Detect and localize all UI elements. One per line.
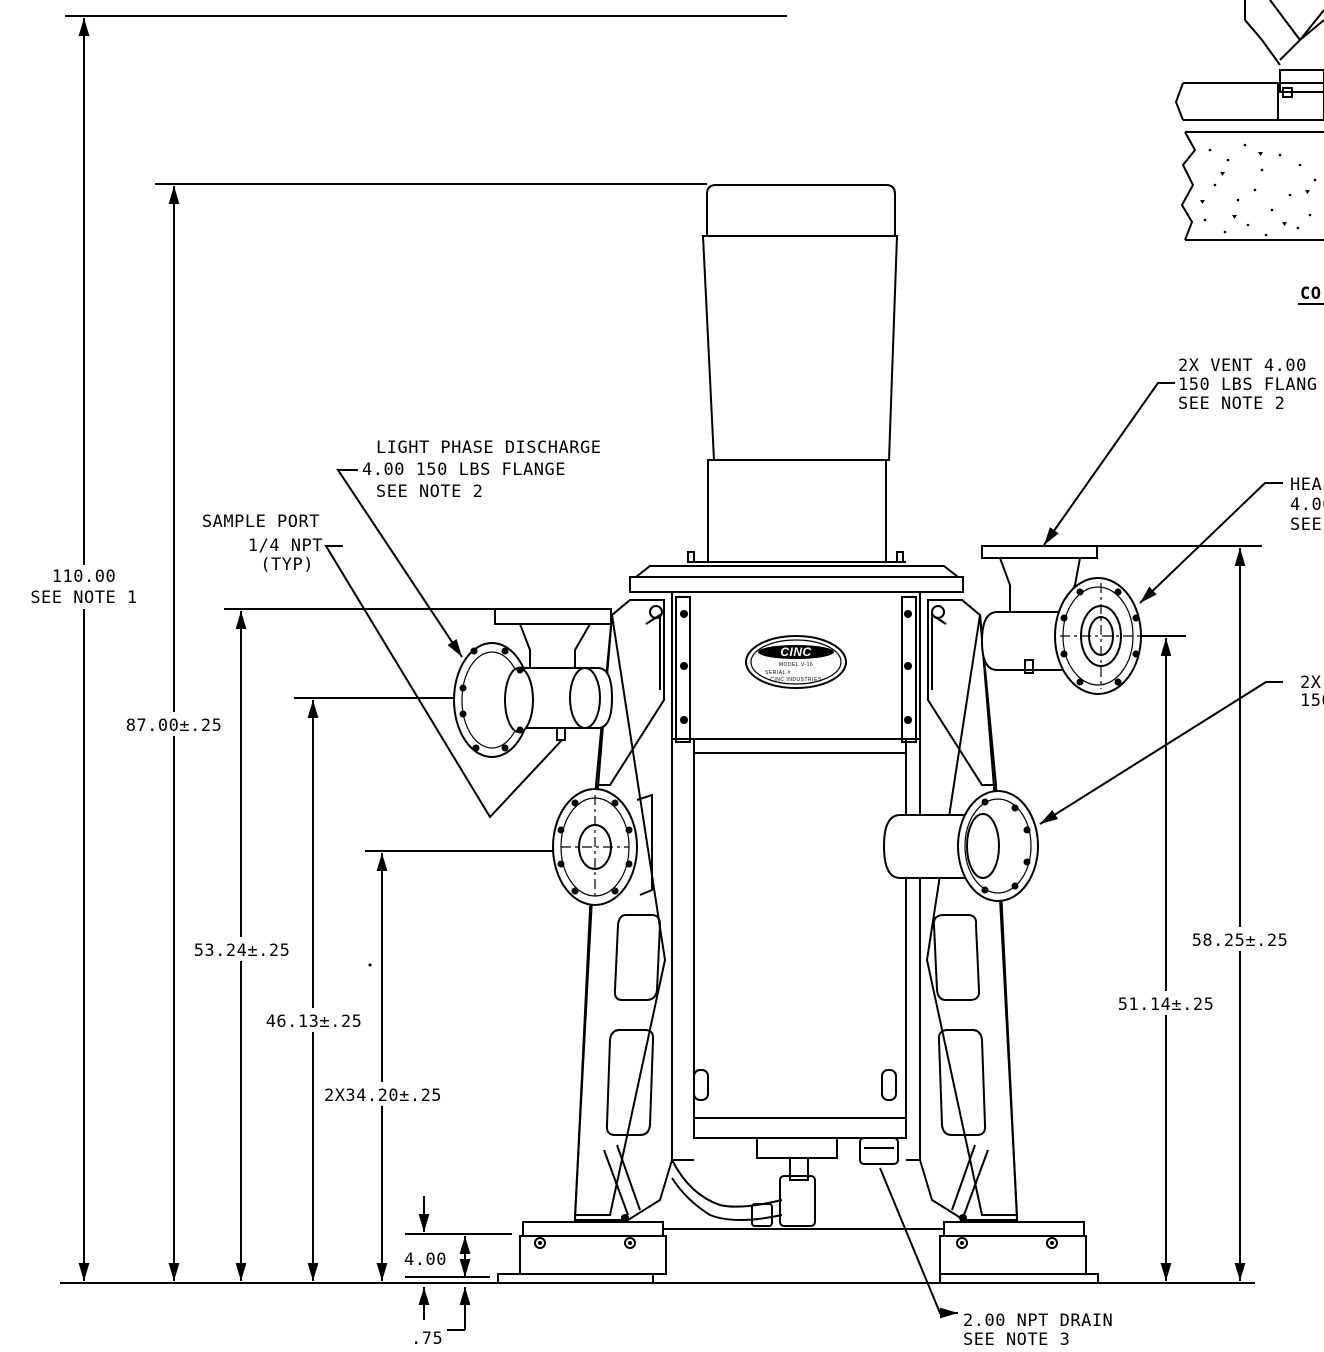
sample-port-line3: (TYP) <box>260 555 314 575</box>
vent-line1: 2X VENT 4.00 <box>1178 356 1307 376</box>
overall-height-note: SEE NOTE 1 <box>30 588 137 608</box>
heavy-phase-line3: SEE <box>1290 515 1322 535</box>
connection-detail-view: CO <box>1174 0 1324 305</box>
dim-base-height: 4.00 <box>404 1250 447 1270</box>
nameplate-serial: SERIAL # <box>765 670 791 676</box>
inlet-line1: 2X <box>1300 673 1322 693</box>
dim-sample-port: 46.13±.25 <box>266 1012 363 1032</box>
light-phase-line3: SEE NOTE 2 <box>376 482 483 502</box>
dim-heavy-phase: 51.14±.25 <box>1118 995 1215 1015</box>
centrifuge-machine: CINC MODEL V-16 SERIAL # CINC INDUSTRIES <box>453 184 1142 1284</box>
vent-line3: SEE NOTE 2 <box>1178 394 1285 414</box>
light-phase-line2: 4.00 150 LBS FLANGE <box>362 460 566 480</box>
sample-port-line1: SAMPLE PORT <box>202 512 320 532</box>
dim-feed-inlet: 2X34.20±.25 <box>324 1086 442 1106</box>
drain-line1: 2.00 NPT DRAIN <box>963 1311 1113 1331</box>
callout-leaders <box>324 382 1283 1319</box>
nameplate-model: MODEL V-16 <box>779 662 813 668</box>
callout-labels: LIGHT PHASE DISCHARGE 4.00 150 LBS FLANG… <box>202 356 1324 1350</box>
light-phase-line1: LIGHT PHASE DISCHARGE <box>376 438 601 458</box>
dim-motor-top: 87.00±.25 <box>126 716 223 736</box>
vent-line2: 150 LBS FLANG <box>1178 375 1318 395</box>
dim-light-phase: 53.24±.25 <box>194 941 291 961</box>
sample-port-line2: 1/4 NPT <box>248 536 323 556</box>
drain-line2: SEE NOTE 3 <box>963 1330 1070 1350</box>
dimension-labels: 110.00 SEE NOTE 1 87.00±.25 53.24±.25 46… <box>20 565 1295 1349</box>
nameplate-brand: CINC <box>780 645 811 659</box>
detail-title: CO <box>1300 284 1321 304</box>
inlet-line2: 150 <box>1300 691 1324 711</box>
dim-plate-thickness: .75 <box>411 1329 443 1349</box>
heavy-phase-line1: HEA <box>1290 475 1322 495</box>
heavy-phase-line2: 4.00 <box>1290 495 1324 515</box>
dimension-lines <box>60 15 1262 1331</box>
nameplate-maker: CINC INDUSTRIES <box>770 677 822 683</box>
overall-height-value: 110.00 <box>52 567 116 587</box>
dim-vent-flange: 58.25±.25 <box>1192 931 1289 951</box>
